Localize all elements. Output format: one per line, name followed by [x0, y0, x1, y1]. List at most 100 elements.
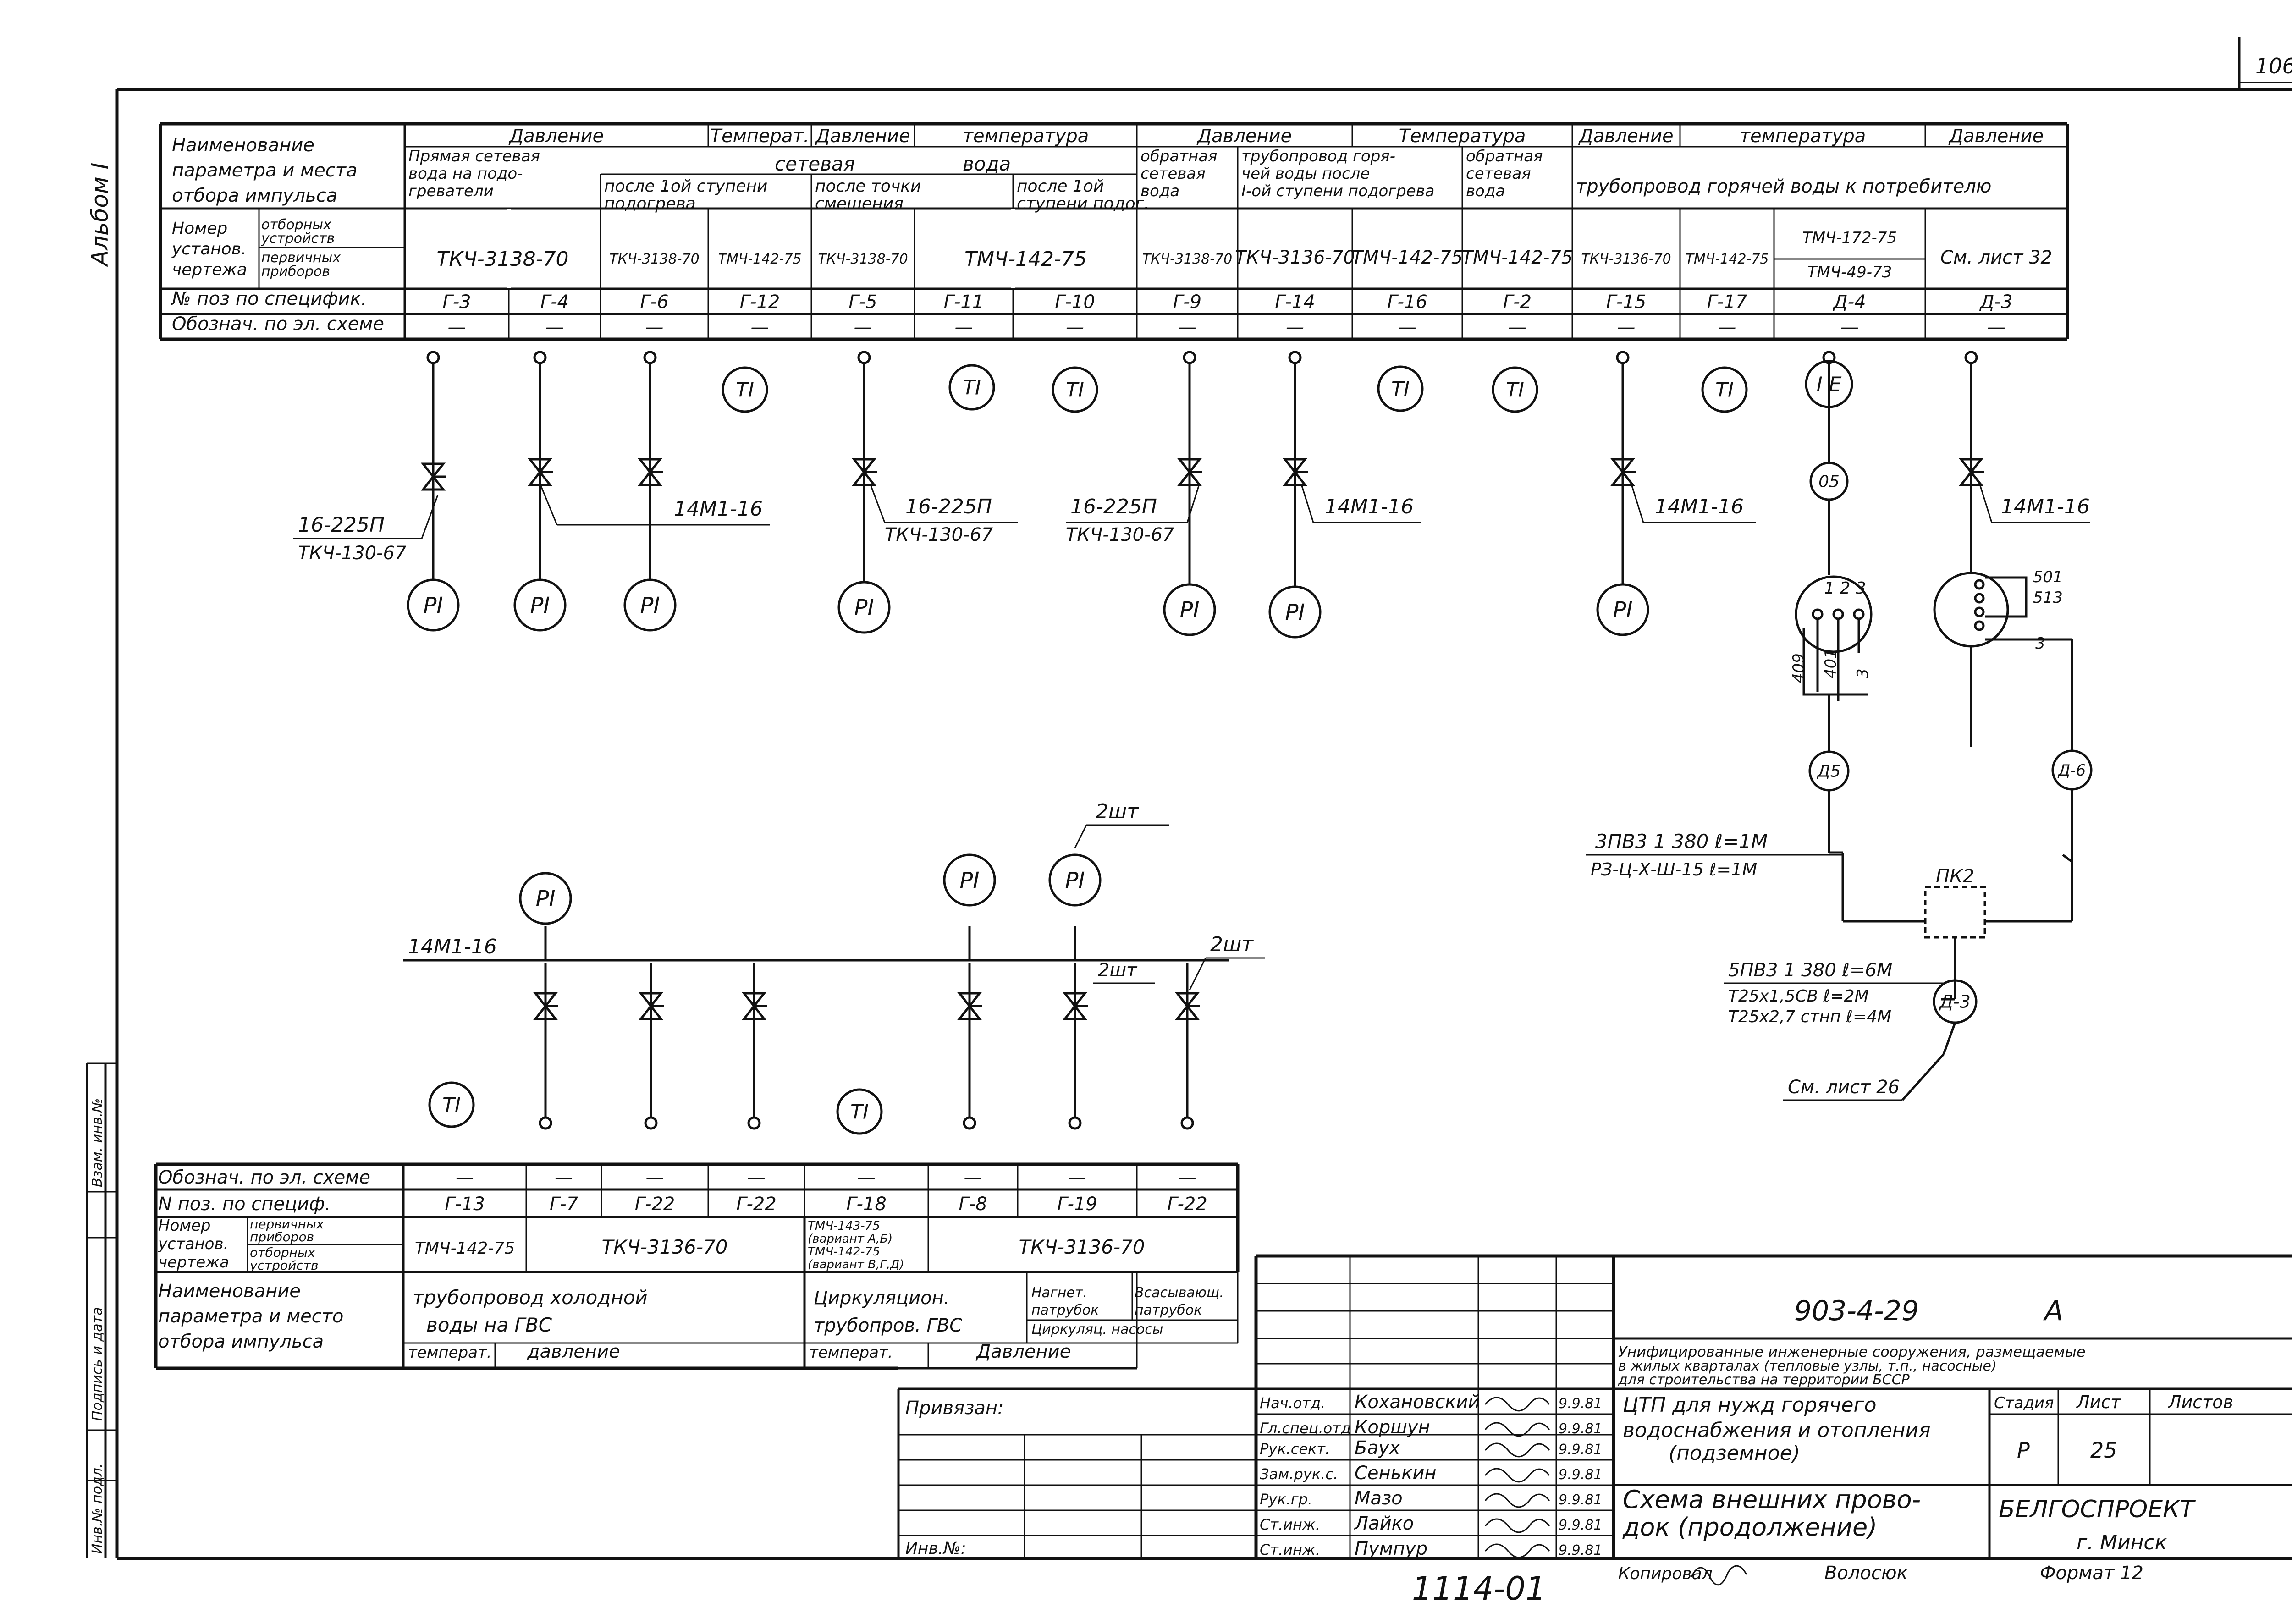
copier-name: Волосюк [1824, 1563, 1908, 1584]
tap-node [643, 351, 657, 364]
wire [2062, 854, 2073, 863]
group-title-1: Температ. [711, 126, 810, 147]
tap-node [1616, 351, 1630, 364]
copier-signature [1691, 1565, 1747, 1586]
label-16-225p-b: 16-225П [905, 495, 992, 518]
ti-lower-0-label: TI [442, 1093, 461, 1117]
b-name-cold-1: трубопровод холодной [413, 1286, 648, 1309]
doc-code: 903-4-29 [1794, 1295, 1919, 1327]
pi-upper-1 [513, 578, 567, 632]
dev-14: См. лист 32 [1940, 247, 2052, 268]
b-name-pump-a-1: Нагнет. [1031, 1285, 1087, 1301]
n05-instrument-label: 05 [1818, 473, 1840, 491]
doc-desc-1: Унифицированные инженерные сооружения, р… [1618, 1343, 2086, 1360]
row-label-number-1: Номер [172, 219, 227, 238]
row-label-name-3: отбора импульса [172, 185, 337, 206]
doc-desc-2: в жилых кварталах (тепловые узлы, т.п., … [1618, 1358, 1997, 1374]
subheader-0-1: вода на подо- [408, 165, 523, 183]
b-name-circ-2: трубопров. ГВС [814, 1315, 962, 1336]
pos-11: Г-15 [1606, 292, 1647, 313]
dev-9: ТМЧ-142-75 [1352, 247, 1463, 268]
valve-upper-6 [1610, 458, 1636, 486]
pi-upper-0 [407, 578, 460, 632]
pos-5: Г-11 [944, 292, 984, 313]
dash-14: — [1987, 317, 2006, 338]
wire-bracket [1802, 628, 1868, 696]
wire-bracket-2 [1985, 576, 2028, 618]
label-tkch130-b: ТКЧ-130-67 [885, 524, 993, 545]
subheader-4-1: сетевая [1140, 165, 1206, 183]
left-margin: Альбом I Взам. инв.№ Подпись и дата Инв.… [86, 163, 117, 1558]
subheader-4-0: обратная [1140, 147, 1218, 165]
date-5: 9.9.81 [1559, 1517, 1602, 1533]
title2-1: Схема внешних прово- [1623, 1485, 1921, 1514]
pos-0: Г-3 [442, 292, 471, 313]
number-handwritten: 1114-01 [1412, 1570, 1546, 1607]
tap-node [1964, 351, 1978, 364]
pos-3: Г-12 [740, 292, 780, 313]
doc-desc-3: для строительства на территории БССР [1618, 1372, 1910, 1388]
subheader-0-2: греватели [408, 182, 494, 200]
subheader-1-0: после 1ой ступени [604, 177, 767, 196]
format-label: Формат 12 [2040, 1563, 2143, 1584]
ti-upper-4 [1492, 366, 1538, 413]
b-pos-7: Г-22 [1167, 1194, 1207, 1215]
pos-4: Г-5 [848, 292, 877, 313]
ti-lower-0 [428, 1081, 475, 1128]
pi-lower-3-label: PI [959, 868, 979, 893]
ti-lower-1-label: TI [850, 1100, 869, 1123]
row-label-designation: Обознач. по эл. схеме [172, 314, 384, 335]
ti-upper-5-label: TI [1715, 378, 1734, 402]
wire [1901, 1053, 1945, 1101]
see-sheet-26: См. лист 26 [1788, 1077, 1900, 1098]
group-title-8: Давление [1948, 126, 2044, 147]
b-dash-7: — [1178, 1167, 1196, 1188]
tap-node [747, 1116, 761, 1130]
doc-letter: А [2043, 1295, 2063, 1327]
merge-mask [507, 209, 511, 288]
pi-lower-4 [1048, 853, 1102, 907]
label-14m1-d: 14М1-16 [2001, 495, 2090, 518]
signature-6 [1484, 1543, 1550, 1558]
subheader-4-2: вода [1140, 182, 1179, 200]
ti-upper-4-label: TI [1506, 378, 1524, 402]
b-dash-1: — [555, 1167, 573, 1188]
converter-1 [1795, 575, 1873, 653]
valve-upper-2 [637, 458, 663, 486]
subheader-6-1: сетевая [1466, 165, 1531, 183]
pi-lower-0 [519, 872, 572, 925]
row-label-name-2: параметра и места [172, 160, 358, 181]
dev-12: ТМЧ-142-75 [1686, 251, 1769, 267]
b-pos-3: Г-22 [736, 1194, 777, 1215]
dash-7: — [1178, 317, 1196, 338]
pi-upper-4 [1163, 583, 1216, 636]
terminal [1853, 608, 1865, 620]
b-row-devices-2: устройств [249, 1258, 319, 1273]
b-param-press1: давление [527, 1341, 620, 1362]
d6-instrument-label: Д-6 [2057, 761, 2086, 780]
b-pos-2: Г-22 [635, 1194, 675, 1215]
name-3: Сенькин [1355, 1463, 1437, 1484]
pi-upper-1-label: PI [530, 593, 550, 618]
cable-2-a: 5ПВ3 1 380 ℓ=6М [1728, 960, 1892, 981]
date-3: 9.9.81 [1559, 1467, 1602, 1483]
terminal [1832, 608, 1844, 620]
subheader-6-2: вода [1466, 182, 1505, 200]
top-table-text: Наименование параметра и места отбора им… [171, 126, 2052, 338]
valve-upper-0 [420, 462, 446, 491]
album-label: Альбом I [87, 163, 113, 267]
sheet-header: Лист [2076, 1392, 2121, 1412]
merged-dev-1: ТМЧ-142-75 [964, 248, 1087, 271]
dash-12: — [1718, 317, 1736, 338]
pi-upper-6 [1596, 583, 1649, 636]
dev-8: ТКЧ-3136-70 [1235, 247, 1355, 268]
valve-upper-4 [1177, 458, 1202, 486]
label-2pcs-b: 2шт [1098, 960, 1138, 981]
wire-3b: 3 [2035, 634, 2045, 653]
org-name: БЕЛГОСПРОЕКТ [1999, 1496, 2196, 1523]
valve-d3 [1958, 458, 1984, 486]
date-2: 9.9.81 [1559, 1442, 1602, 1458]
signature-4 [1484, 1493, 1550, 1508]
